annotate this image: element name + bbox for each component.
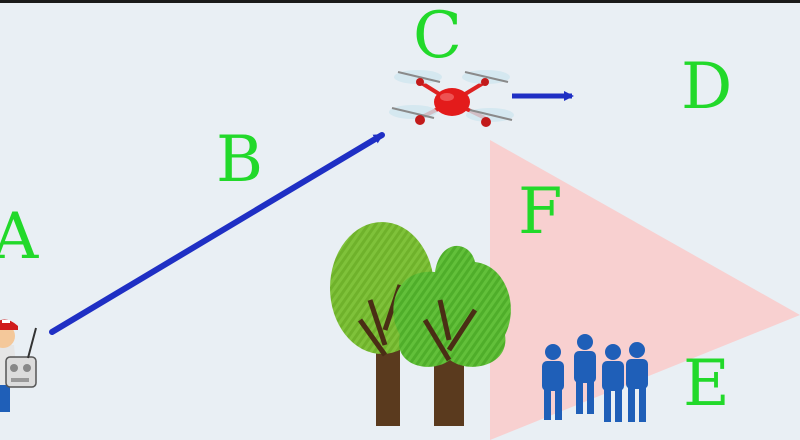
label-f: F [518, 175, 563, 249]
group-of-people-icon [542, 334, 648, 422]
label-c: C [413, 0, 462, 73]
label-b: B [216, 123, 264, 197]
arrow-operator-to-drone [49, 132, 385, 335]
quadcopter-drone-icon [389, 70, 514, 127]
label-e: E [683, 347, 730, 421]
tree-icon [330, 222, 511, 426]
sensor-cone [490, 140, 800, 440]
label-a: A [0, 200, 39, 274]
label-d: D [681, 50, 733, 124]
person-with-remote-controller-icon [0, 319, 37, 412]
top-border [0, 0, 800, 3]
